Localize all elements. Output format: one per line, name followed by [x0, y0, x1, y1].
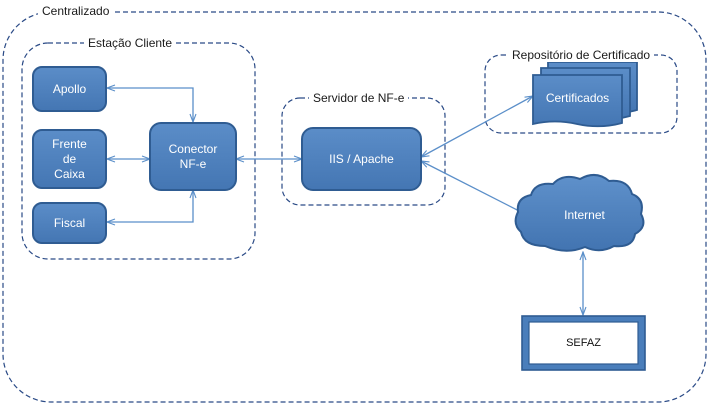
connector-iis-certificados [421, 96, 533, 157]
node-sefaz[interactable] [521, 315, 646, 371]
node-iis-apache[interactable] [301, 127, 422, 191]
node-conector-nfe[interactable] [149, 122, 237, 191]
group-centralizado [2, 11, 707, 403]
node-fiscal[interactable] [32, 202, 107, 244]
connector-iis-internet [421, 161, 527, 215]
node-certificados[interactable] [532, 61, 638, 128]
group-label-servidor-nfe: Servidor de NF-e [309, 91, 409, 105]
group-servidor-nfe [281, 97, 446, 206]
group-label-centralizado: Centralizado [38, 4, 114, 18]
node-internet[interactable] [514, 174, 645, 252]
group-label-repositorio-certificado: Repositório de Certificado [508, 48, 655, 62]
group-label-estacao-cliente: Estação Cliente [84, 36, 177, 50]
connector-fiscal-conector [107, 190, 193, 222]
node-frente-de-caixa[interactable] [32, 129, 107, 189]
connector-apollo-conector [107, 88, 193, 122]
node-apollo[interactable] [32, 66, 107, 112]
